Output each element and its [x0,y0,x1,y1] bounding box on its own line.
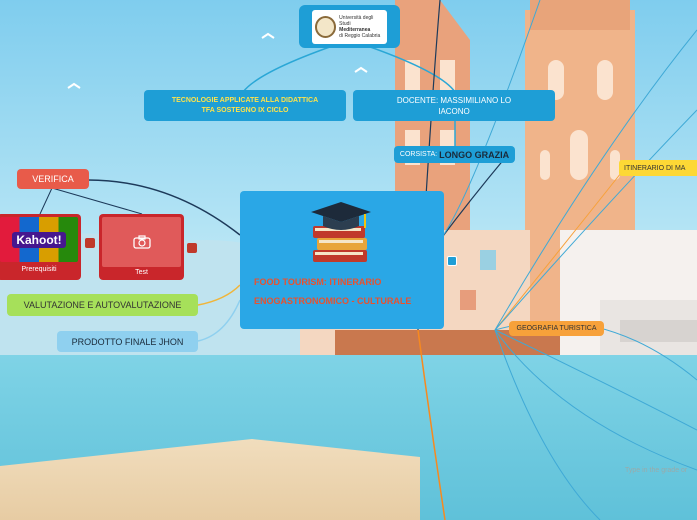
test-image [102,217,181,267]
test-caption: Test [135,269,148,276]
verifica-label: VERIFICA [32,174,74,184]
kahoot-image: Kahoot! [0,217,78,262]
kahoot-link-icon[interactable] [85,238,95,248]
grade-placeholder[interactable]: Type in the grade or [625,467,688,474]
verifica-node[interactable]: VERIFICA [17,169,89,189]
logo-node[interactable]: Università degli Studi Mediterranea di R… [299,5,400,48]
central-topic[interactable]: FOOD TOURISM: ITINERARIO ENOGASTRONOMICO… [240,191,444,329]
docente-node[interactable]: DOCENTE: MASSIMILIANO LO IACONO [353,90,555,121]
prodotto-label: PRODOTTO FINALE JHON [71,336,184,347]
logo-line-3: di Reggio Calabria [339,32,381,39]
valutazione-label: VALUTAZIONE E AUTOVALUTAZIONE [23,300,182,310]
geografia-label: GEOGRAFIA TURISTICA [516,325,597,332]
tecnologie-node[interactable]: TECNOLOGIE APPLICATE ALLA DIDATTICA TFA … [144,90,346,121]
geografia-node[interactable]: GEOGRAFIA TURISTICA [509,321,604,336]
central-title: FOOD TOURISM: ITINERARIO ENOGASTRONOMICO… [254,277,412,306]
kahoot-caption: Prerequisiti [21,266,57,273]
kahoot-brand: Kahoot! [12,231,66,248]
corsista-name: LONGO GRAZIA [439,149,510,160]
valutazione-node[interactable]: VALUTAZIONE E AUTOVALUTAZIONE [7,294,198,316]
docente-label: DOCENTE: MASSIMILIANO LO IACONO [396,95,512,116]
logo-line-2: Mediterranea [339,26,371,33]
tecnologie-label: TECNOLOGIE APPLICATE ALLA DIDATTICA TFA … [171,96,319,114]
logo-line-1: Università degli Studi [339,14,374,27]
university-logo: Università degli Studi Mediterranea di R… [312,9,387,44]
test-link-icon[interactable] [187,243,197,253]
graduation-books-icon [311,202,371,262]
kahoot-card[interactable]: Kahoot! Prerequisiti [0,214,81,280]
seal-icon [315,15,337,38]
itinerario-label: ITINERARIO DI MA [624,164,686,172]
camera-icon [132,235,151,249]
prodotto-node[interactable]: PRODOTTO FINALE JHON [57,331,198,352]
notes-icon[interactable] [447,256,457,266]
itinerario-node[interactable]: ITINERARIO DI MA [619,160,697,176]
test-card[interactable]: Test [99,214,184,280]
corsista-label: CORSISTA: [399,151,438,158]
corsista-node[interactable]: CORSISTA: LONGO GRAZIA [394,146,515,163]
